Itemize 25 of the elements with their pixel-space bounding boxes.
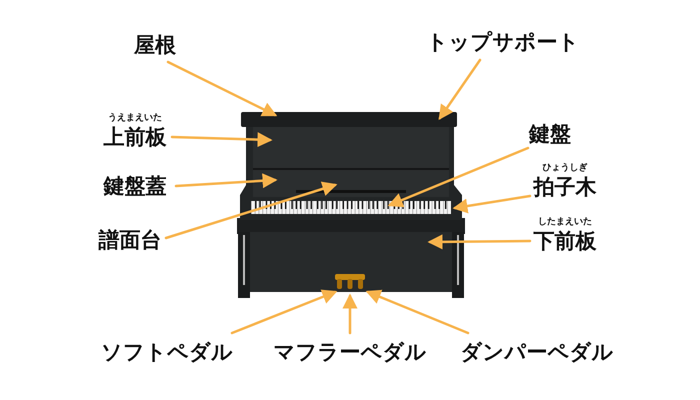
- reading-text: ひょうしぎ: [542, 163, 588, 174]
- leader-line: [428, 234, 532, 250]
- leader-line: [174, 173, 278, 188]
- part-label: ソフトペダル: [101, 339, 233, 365]
- part-label: 拍子木: [534, 174, 596, 200]
- part-label: トップサポート: [426, 29, 580, 55]
- reading-text: うえまえいた: [107, 113, 163, 124]
- leader-line: [452, 194, 532, 214]
- leader-line: [230, 290, 338, 334]
- part-label: 下前板: [534, 228, 596, 254]
- leader-line: [166, 60, 278, 116]
- part-label: 譜面台: [98, 227, 162, 253]
- leader-line: [342, 294, 358, 334]
- leader-line: [170, 132, 272, 148]
- leader-line: [164, 182, 338, 240]
- part-label: 鍵盤蓋: [104, 173, 166, 199]
- reading-text: したまえいた: [537, 217, 593, 228]
- part-label: 鍵盤: [529, 121, 571, 147]
- leader-line: [438, 58, 482, 120]
- part-label: 屋根: [134, 32, 176, 58]
- leader-line: [366, 290, 470, 334]
- leader-line: [388, 146, 530, 208]
- part-label: マフラーペダル: [274, 339, 426, 365]
- part-label: ダンパーペダル: [460, 339, 614, 365]
- part-label: 上前板: [104, 124, 166, 150]
